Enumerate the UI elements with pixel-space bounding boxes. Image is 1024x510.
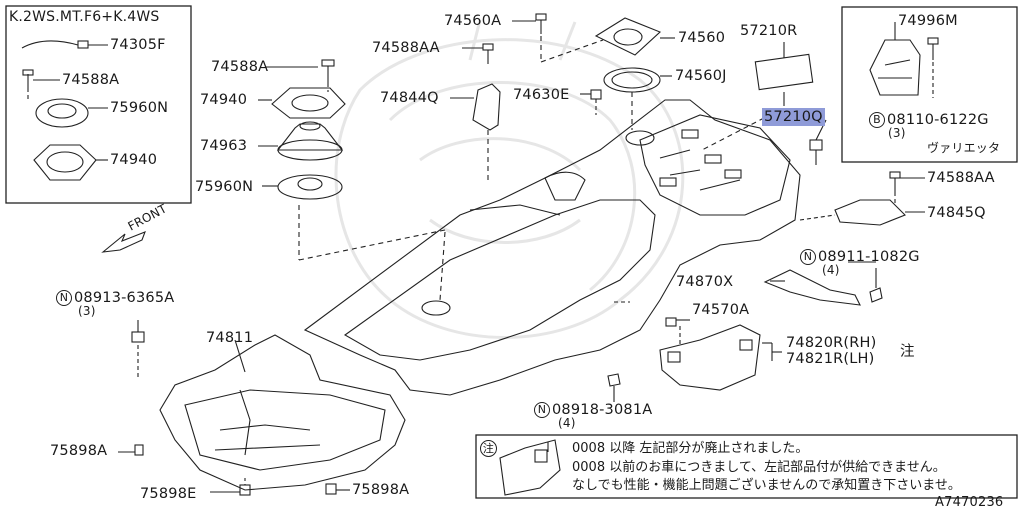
label-75898A-left: 75898A [50,443,108,459]
note-line-3: なしでも性能・機能上問題ございませんので承知置き下さいませ。 [572,478,961,493]
label-74940: 74940 [200,92,248,108]
label-74820R: 74820R(RH) [786,335,877,351]
label-74305F: 74305F [110,37,166,53]
harness-74305F [21,40,79,49]
label-08913-qty: (3) [78,304,96,318]
label-74588A: 74588A [211,59,269,75]
label-74870X: 74870X [676,274,734,290]
label-74844Q: 74844Q [380,90,439,106]
label-74588AA-right: 74588AA [927,170,995,186]
bracket-74996M [869,39,921,96]
label-08911-code: 08911-1082G [818,249,920,265]
undercover-74811 [159,334,406,491]
nut-symbol: N [534,402,550,418]
label-chu: 注 [900,344,915,360]
figure-id: A7470236 [935,495,1004,510]
bracket-74820R [659,324,761,391]
label-74588A-inset: 74588A [62,72,120,88]
front-arrow [101,231,146,253]
label-74811: 74811 [206,330,254,346]
inset-left-title: K.2WS.MT.F6+K.4WS [9,9,160,25]
note-line-1: 0008 以降 左記部分が廃止されました。 [572,441,809,456]
label-75960N: 75960N [195,179,254,195]
label-74560A: 74560A [444,13,502,29]
nut-symbol: N [800,249,816,265]
label-74963: 74963 [200,138,248,154]
label-74560J: 74560J [675,68,727,84]
label-varietta: ヴァリエッタ [927,141,1001,155]
boot-75960N [35,98,89,128]
speaker-74560 [594,17,662,56]
label-75960N-inset: 75960N [110,100,169,116]
note-line-2: 0008 以前のお車につきまして、左記部品付が供給できません。 [572,460,946,475]
label-74588AA-top: 74588AA [372,40,440,56]
watermark-emblem [334,19,685,339]
plate-74940 [271,87,346,119]
label-08918-code: 08918-3081A [552,402,653,418]
note-box-border [475,434,1018,499]
label-74630E: 74630E [513,87,570,103]
label-75898A-bottom: 75898A [352,482,410,498]
label-08110-qty: (3) [888,126,906,140]
label-08918-qty: (4) [558,416,576,430]
label-74570A: 74570A [692,302,750,318]
label-57210Q: 57210Q [762,108,825,126]
inset-right-border [841,6,1018,163]
plate-74940-inset [33,144,97,181]
note-bracket [499,439,561,496]
label-74821R: 74821R(LH) [786,351,875,367]
label-74845Q: 74845Q [927,205,986,221]
bolt-symbol: B [869,112,885,128]
boot-75960N-main [277,174,343,200]
label-74996M: 74996M [898,13,958,29]
highlight-57210Q: 57210Q [762,108,825,126]
label-74560: 74560 [678,30,726,46]
brace-74870X [763,269,861,306]
label-75898E: 75898E [140,486,197,502]
bracket-74845Q [834,199,906,226]
note-mark: 注 [480,440,499,457]
label-74940-inset: 74940 [110,152,158,168]
bracket-74844Q [472,83,501,131]
label-08110-code: 08110-6122G [887,112,989,128]
label-08913-code: 08913-6365A [74,290,175,306]
label-08911-qty: (4) [822,263,840,277]
nut-symbol: N [56,290,72,306]
label-57210R: 57210R [740,23,798,39]
boot-74963 [276,123,344,151]
pad-57210R [754,53,814,91]
inset-left-border [5,5,192,204]
floor-pan [303,99,801,396]
